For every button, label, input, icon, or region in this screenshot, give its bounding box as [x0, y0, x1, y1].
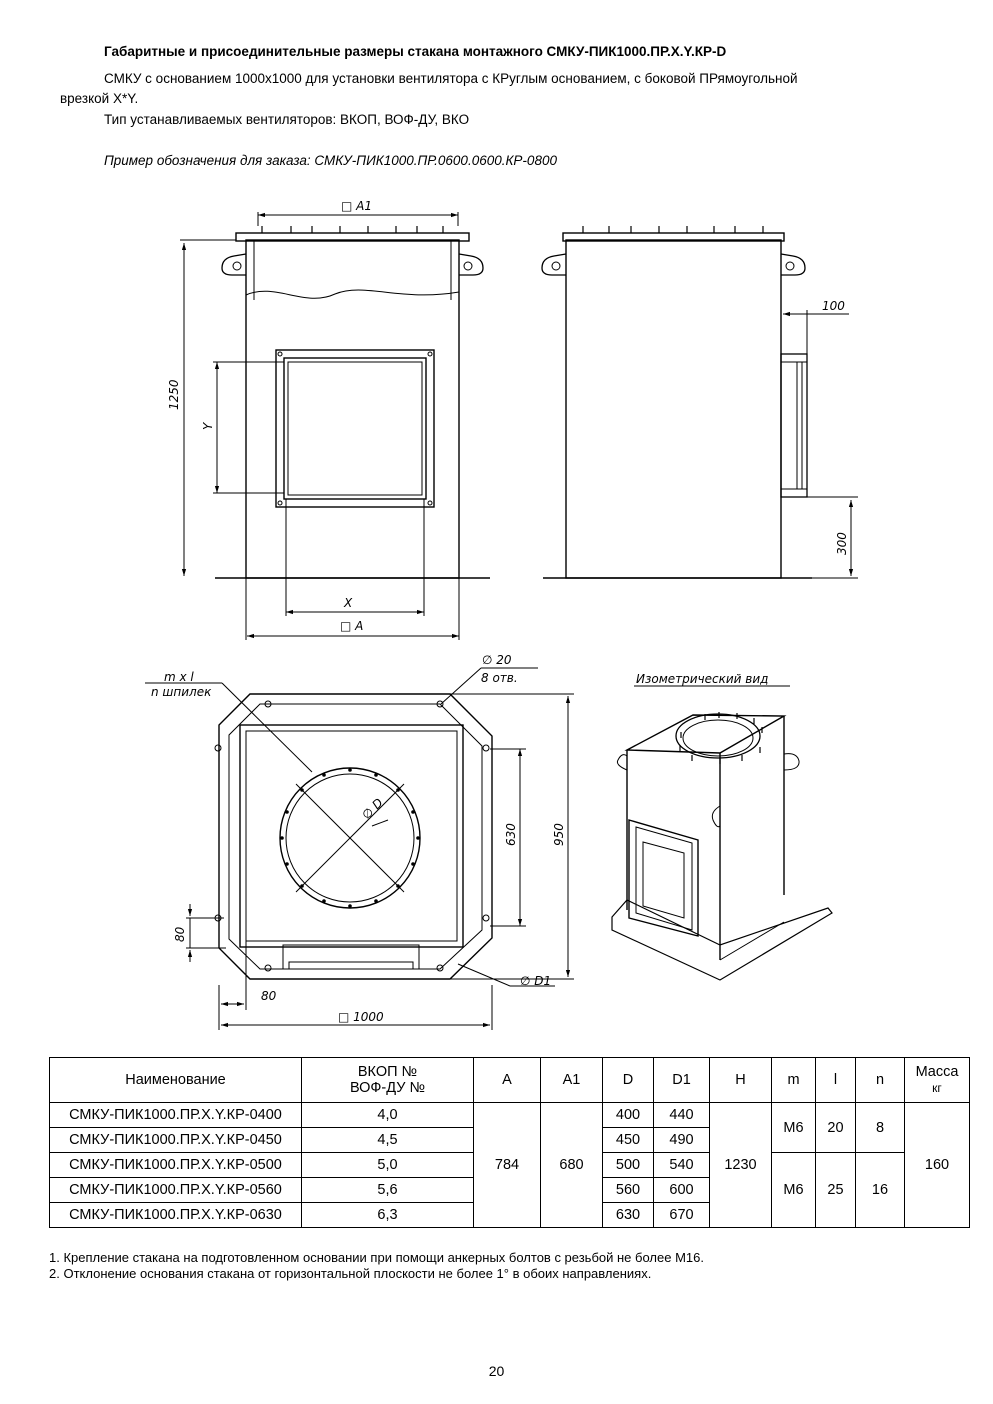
fan-types-text: Тип устанавливаемых вентиляторов: ВКОП, …: [104, 112, 470, 127]
description-line-2: врезкой X*Y.: [60, 91, 139, 106]
label-isometric-view: Изометрический вид: [636, 672, 768, 686]
cell-d: 400: [602, 1102, 654, 1128]
front-view: [180, 212, 490, 640]
cell-fan: 5,0: [301, 1152, 474, 1178]
note-item: 2. Отклонение основания стакана от гориз…: [49, 1266, 652, 1281]
label-a: □ A: [340, 619, 363, 633]
cell-h: 1230: [709, 1102, 772, 1228]
label-630: 630: [504, 823, 518, 846]
cell-l-top: 20: [815, 1102, 856, 1153]
note-item: 1. Крепление стакана на подготовленном о…: [49, 1250, 704, 1265]
cell-d: 450: [602, 1127, 654, 1153]
table-row: СМКУ-ПИК1000.ПР.Х.Y.КР-0630 6,3 630 670: [49, 1202, 970, 1228]
cell-name: СМКУ-ПИК1000.ПР.Х.Y.КР-0450: [49, 1127, 302, 1153]
cell-n-top: 8: [855, 1102, 905, 1153]
table-row: СМКУ-ПИК1000.ПР.Х.Y.КР-0560 5,6 560 600: [49, 1177, 970, 1203]
header-d: D: [602, 1057, 654, 1103]
cell-d1: 600: [653, 1177, 710, 1203]
order-example-text: Пример обозначения для заказа: СМКУ-ПИК1…: [104, 153, 557, 168]
header-name: Наименование: [49, 1057, 302, 1103]
cell-n-bottom: 16: [855, 1152, 905, 1228]
label-n-studs: n шпилек: [151, 685, 212, 699]
header-l: l: [815, 1057, 856, 1103]
cell-fan: 6,3: [301, 1202, 474, 1228]
cell-fan: 5,6: [301, 1177, 474, 1203]
cell-d1: 490: [653, 1127, 710, 1153]
cell-name: СМКУ-ПИК1000.ПР.Х.Y.КР-0500: [49, 1152, 302, 1178]
table-row: СМКУ-ПИК1000.ПР.Х.Y.КР-0450 4,5 450 490: [49, 1127, 970, 1153]
cell-name: СМКУ-ПИК1000.ПР.Х.Y.КР-0630: [49, 1202, 302, 1228]
header-a: А: [473, 1057, 541, 1103]
cell-name: СМКУ-ПИК1000.ПР.Х.Y.КР-0400: [49, 1102, 302, 1128]
header-n: n: [855, 1057, 905, 1103]
side-view: [541, 226, 858, 579]
cell-fan: 4,0: [301, 1102, 474, 1128]
label-8-holes: 8 отв.: [481, 671, 518, 685]
header-h: Н: [709, 1057, 772, 1103]
cell-d: 560: [602, 1177, 654, 1203]
label-950: 950: [552, 823, 566, 846]
plan-view: [145, 667, 574, 1030]
table-row: СМКУ-ПИК1000.ПР.Х.Y.КР-0500 5,0 500 540 …: [49, 1152, 970, 1228]
cell-mass: 160: [904, 1102, 970, 1228]
isometric-view: [611, 685, 833, 981]
label-100: 100: [822, 299, 845, 313]
description-line-1: СМКУ с основанием 1000х1000 для установк…: [104, 71, 798, 86]
label-80-horizontal: 80: [261, 989, 277, 1003]
label-1000: □ 1000: [338, 1010, 384, 1024]
header-a1: А1: [540, 1057, 603, 1103]
cell-d1: 670: [653, 1202, 710, 1228]
notes: 1. Крепление стакана на подготовленном о…: [49, 1250, 704, 1282]
label-80-vertical: 80: [173, 926, 187, 942]
label-a1: □ A1: [341, 199, 372, 213]
cell-d1: 440: [653, 1102, 710, 1128]
cell-m-top: М6: [771, 1102, 816, 1153]
cell-a: 784: [473, 1102, 541, 1228]
page-number: 20: [488, 1363, 505, 1379]
label-x: X: [343, 596, 353, 610]
table-row: СМКУ-ПИК1000.ПР.Х.Y.КР-0400 4,0 784 680 …: [49, 1102, 970, 1228]
label-phi20: ∅ 20: [482, 653, 512, 667]
cell-m-bottom: М6: [771, 1152, 816, 1228]
cell-name: СМКУ-ПИК1000.ПР.Х.Y.КР-0560: [49, 1177, 302, 1203]
label-phi-d: ∅ D: [359, 796, 386, 823]
technical-drawings: □ A1 □ A X Y 1250 100 300 m x l n шпилек…: [145, 199, 858, 1030]
cell-fan: 4,5: [301, 1127, 474, 1153]
page-title: Габаритные и присоединительные размеры с…: [104, 44, 727, 59]
label-300: 300: [835, 532, 849, 555]
header-d1: D1: [653, 1057, 710, 1103]
header-m: m: [771, 1057, 816, 1103]
label-mxl: m x l: [164, 670, 194, 684]
cell-d1: 540: [653, 1152, 710, 1178]
cell-a1: 680: [540, 1102, 603, 1228]
label-1250: 1250: [167, 379, 181, 410]
label-phi-d1: ∅ D1: [520, 974, 551, 988]
cell-d: 630: [602, 1202, 654, 1228]
cell-d: 500: [602, 1152, 654, 1178]
cell-l-bottom: 25: [815, 1152, 856, 1228]
label-y: Y: [201, 421, 215, 430]
